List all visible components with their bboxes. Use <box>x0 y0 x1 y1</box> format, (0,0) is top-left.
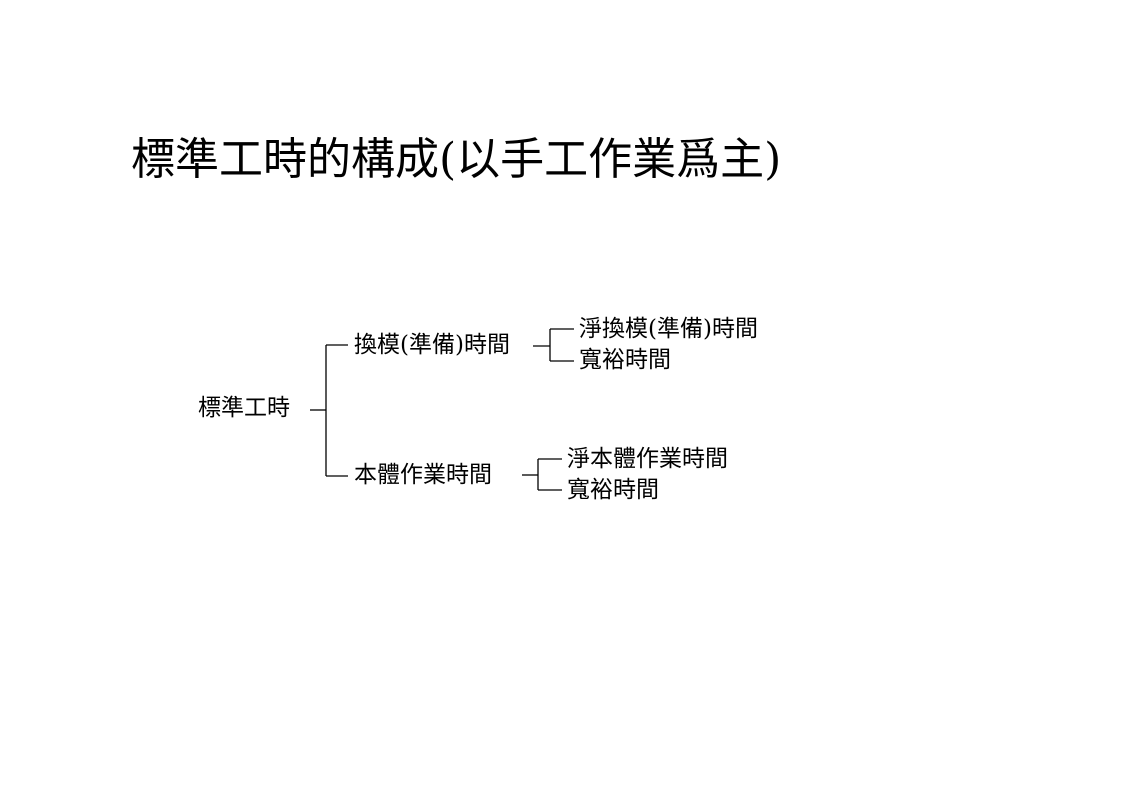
branch-node-main-operation-time: 本體作業時間 <box>354 462 492 488</box>
leaf-node-allowance-time-1: 寬裕時間 <box>579 347 671 373</box>
leaf-node-allowance-time-2: 寬裕時間 <box>567 477 659 503</box>
leaf-node-net-setup-time: 淨換模(準備)時間 <box>579 316 758 342</box>
root-node: 標準工時 <box>198 395 290 421</box>
leaf-node-net-main-operation-time: 淨本體作業時間 <box>567 446 728 472</box>
page-title: 標準工時的構成(以手工作業爲主) <box>131 134 782 185</box>
branch-node-setup-time: 換模(準備)時間 <box>354 332 510 358</box>
